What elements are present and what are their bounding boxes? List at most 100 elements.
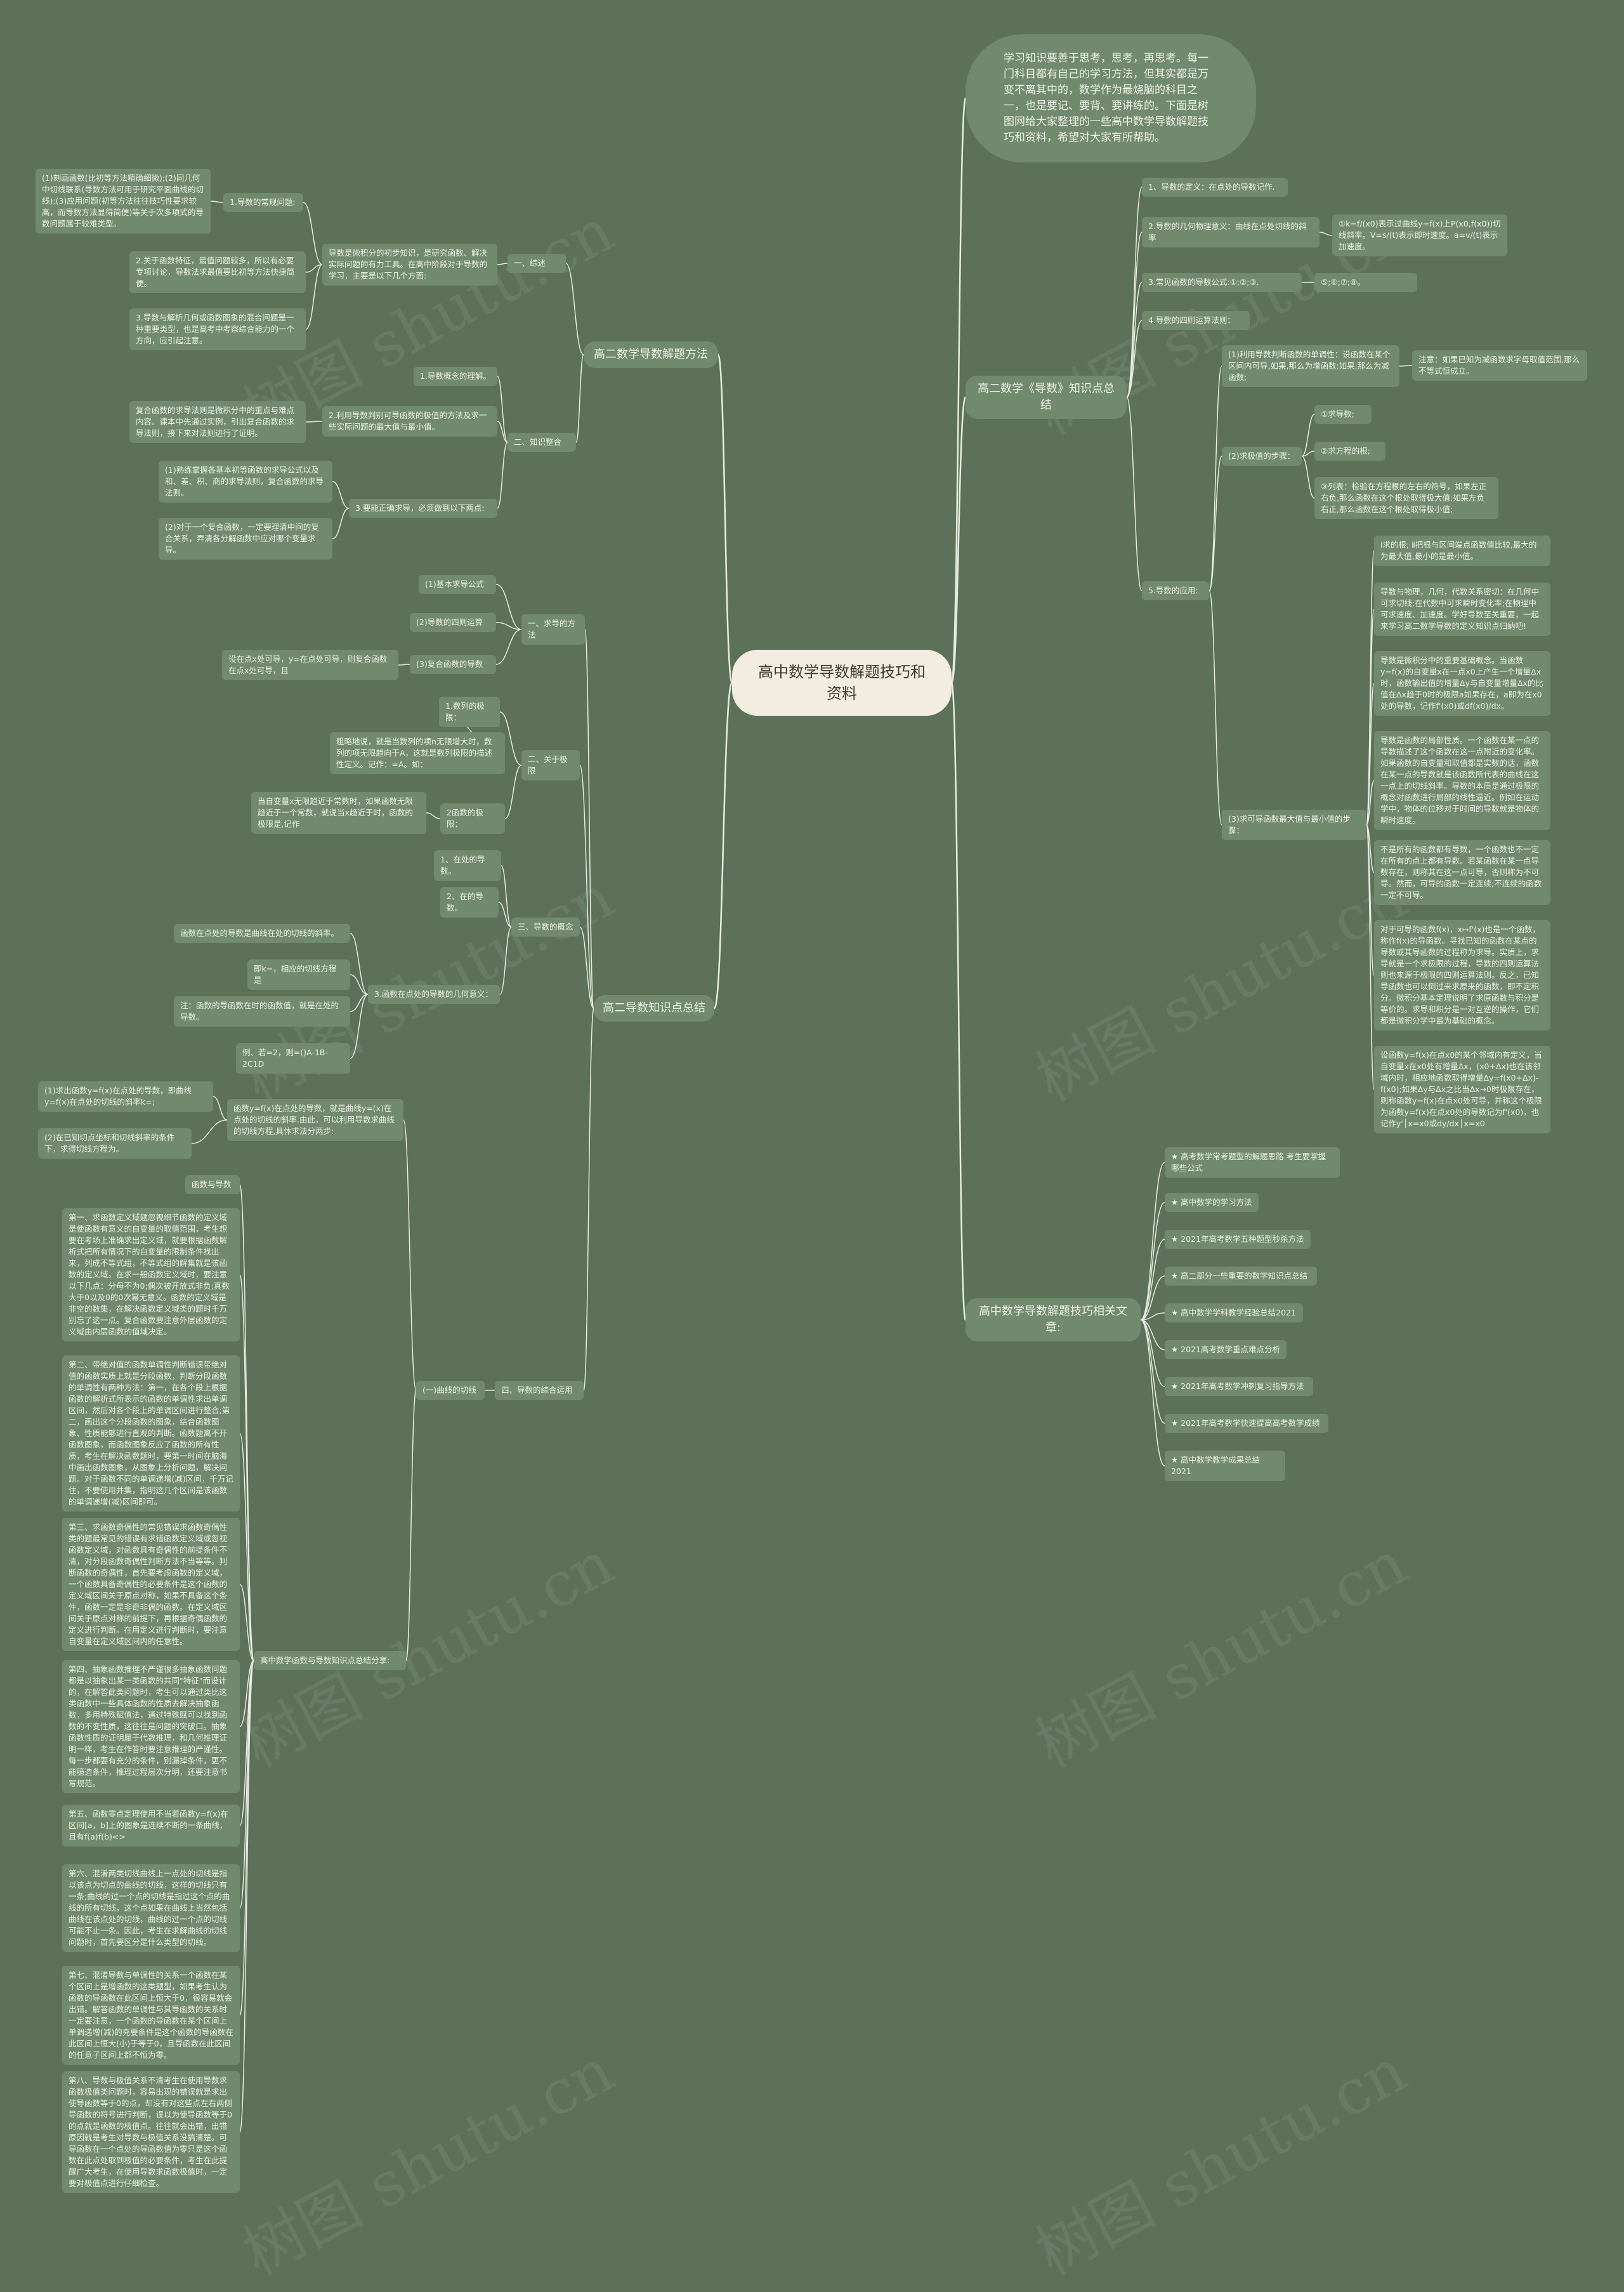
overview-mixed-problems[interactable]: 3.导数与解析几何或函数图象的混合问题是一种重要类型，也是高考中考察综合能力的一… <box>129 308 306 350</box>
derivation-point-2[interactable]: (2)对于一个复合函数，一定要理清中间的复合关系，弄清各分解函数中应对哪个变量求… <box>159 518 332 560</box>
methods-overview[interactable]: 一、综述 <box>508 254 566 273</box>
derivative-concept[interactable]: 三、导数的概念 <box>511 918 580 937</box>
derivation-point-1[interactable]: (1)熟练掌握各基本初等函数的求导公式以及和、差、积、商的求导法则，复合函数的求… <box>159 461 332 503</box>
root-topic[interactable]: 高中数学导数解题技巧和资料 <box>732 650 952 716</box>
summary-extreme-steps[interactable]: (2)求极值的步骤： <box>1222 447 1302 466</box>
connector-line <box>1366 609 1375 826</box>
related-article-link[interactable]: ★ 2021年高考数学冲刺复习指导方法 <box>1165 1377 1313 1396</box>
composite-derivative[interactable]: (3)复合函数的导数 <box>410 655 496 674</box>
maxmin-detail-4[interactable]: 导数是函数的局部性质。一个函数在某一点的导数描述了这个函数在这一点附近的变化率。… <box>1374 731 1550 830</box>
pitfall-7[interactable]: 第七、混淆导数与单调性的关系一个函数在某个区间上是增函数的这类题型，如果考生认为… <box>62 1966 240 2065</box>
connector-line <box>350 994 369 1059</box>
related-article-link[interactable]: ★ 2021高考数学重点难点分析 <box>1165 1340 1287 1359</box>
sequence-limit-note[interactable]: 粗略地说，就是当数列的项n无限增大时，数列的项无限趋向于A，这就是数列极限的描述… <box>330 732 505 774</box>
extreme-step-2[interactable]: ②求方程的根; <box>1314 442 1385 461</box>
summary-applications[interactable]: 5.导数的应用: <box>1142 581 1209 600</box>
summary-monotonicity-note[interactable]: 注意：如果已知为减函数求字母取值范围,那么不等式恒成立。 <box>1412 350 1587 381</box>
overview-routine-problems[interactable]: 1.导数的常规问题: <box>223 193 303 212</box>
connector-line <box>1208 456 1222 591</box>
connector-line <box>1126 320 1143 398</box>
pitfall-2[interactable]: 第二、带绝对值的函数单调性判断错误带绝对值的函数实质上就是分段函数，判断分段函数… <box>62 1355 240 1512</box>
related-article-link[interactable]: ★ 高考数学常考题型的解题思路 考生要掌握哪些公式 <box>1165 1147 1340 1178</box>
overview-description[interactable]: 导数是微积分的初步知识，是研究函数、解决实际问题的有力工具。在高中阶段对于导数的… <box>322 244 497 286</box>
methods-integration[interactable]: 二、知识整合 <box>508 433 576 452</box>
connector-line <box>495 622 522 630</box>
function-limit[interactable]: 2函数的极限： <box>440 803 505 834</box>
summary-formulas[interactable]: 3.常见函数的导数公式:①;②;③. <box>1142 273 1302 292</box>
connector-line <box>1301 451 1315 457</box>
about-limits[interactable]: 二、关于极限 <box>521 750 580 780</box>
maxmin-detail-7[interactable]: 设函数y=f(x)在点x0的某个邻域内有定义，当自变量x在x0处有增量Δx，(x… <box>1374 1046 1550 1133</box>
functions-and-derivatives[interactable]: 函数与导数 <box>185 1175 240 1194</box>
branch-knowledge-summary[interactable]: 高二导数知识点总结 <box>594 995 714 1022</box>
maxmin-detail-6[interactable]: 对于可导的函数f(x)，x↦f'(x)也是一个函数，称作f(x)的导函数。寻找已… <box>1374 920 1550 1031</box>
related-article-link[interactable]: ★ 高二部分一些重要的数学知识点总结 <box>1165 1267 1317 1286</box>
pitfall-3[interactable]: 第三、求函数奇偶性的常见错误求函数奇偶性类的题最常见的错误有求错函数定义域或忽视… <box>62 1518 240 1651</box>
arithmetic-operations[interactable]: (2)导数的四则运算 <box>410 613 496 632</box>
pitfall-8[interactable]: 第八、导数与极值关系不清考生在使用导数求函数极值类问题时，容易出现的错误就是求出… <box>62 2071 240 2193</box>
connector-line <box>713 682 733 1010</box>
connector-line <box>495 584 522 630</box>
summary-definition[interactable]: 1、导数的定义：在点处的导数记作. <box>1142 178 1288 197</box>
function-limit-note[interactable]: 当自变量x无限趋近于常数时，如果函数无限趋近于一个常数，就说当x趋近于时，函数的… <box>251 792 426 834</box>
related-article-link[interactable]: ★ 2021年高考数学快速提高高考数学成绩 <box>1165 1414 1328 1433</box>
basic-formulas[interactable]: (1)基本求导公式 <box>419 575 496 594</box>
connector-line <box>1140 1275 1165 1321</box>
derivative-value-note[interactable]: 注：函数的导函数在时的函数值，就是在处的导数。 <box>174 996 350 1027</box>
derivative-on-interval[interactable]: 2、在的导数。 <box>440 887 499 918</box>
related-article-link[interactable]: ★ 高中数学学科教学经验总结2021 <box>1165 1303 1303 1322</box>
connector-line <box>499 926 512 995</box>
geometric-meaning[interactable]: 3.函数在点处的导数的几何意义： <box>368 985 500 1004</box>
overview-extreme-values[interactable]: 2.关于函数特征，最值问题较多，所以有必要专项讨论，导数法求最值要比初等方法快捷… <box>129 251 306 293</box>
integration-correct-derivation[interactable]: 3.要能正确求导，必须做到以下两点: <box>349 499 497 518</box>
related-article-link[interactable]: ★ 高中数学教学成果总结2021 <box>1165 1451 1285 1481</box>
pitfall-5[interactable]: 第五、函数零点定理使用不当若函数y=f(x)在区间[a，b]上的图象是连续不断的… <box>62 1805 240 1847</box>
maxmin-detail-2[interactable]: 导数与物理，几何，代数关系密切：在几何中可求切线;在代数中可求瞬时变化率;在物理… <box>1374 583 1550 636</box>
composite-derivative-note[interactable]: 设在点x处可导，y=在点处可导，则复合函数在点x处可导，且 <box>222 650 398 680</box>
tangent-slope[interactable]: 函数在点处的导数是曲线在处的切线的斜率。 <box>174 924 350 943</box>
tangent-equation[interactable]: 即k=，相应的切线方程是 <box>247 959 350 990</box>
extreme-step-3[interactable]: ③列表：检验在方程根的左右的符号，如果左正右负,那么函数在这个根处取得极大值;如… <box>1314 477 1498 519</box>
related-article-link[interactable]: ★ 2021年高考数学五种题型秒杀方法 <box>1165 1230 1311 1249</box>
connector-line <box>499 711 522 766</box>
summary-geometric-meaning[interactable]: 2.导数的几何物理意义：曲线在点处切线的斜率 <box>1142 217 1320 247</box>
sequence-limit[interactable]: 1.数列的极限： <box>439 697 500 727</box>
tangent-step-2[interactable]: (2)在已知切点坐标和切线斜率的条件下，求得切线方程为。 <box>38 1128 192 1159</box>
connector-line <box>239 1660 254 2016</box>
tangent-line-description[interactable]: 函数y=f(x)在点处的导数，就是曲线y=(x)在点处的切线的斜率.由此，可以利… <box>227 1099 403 1141</box>
summary-monotonicity[interactable]: (1)利用导数判断函数的单调性：设函数在某个区间内可导,如果,那么为增函数;如果… <box>1222 345 1399 387</box>
integration-extremum[interactable]: 2.利用导数判别可导函数的极值的方法及求一些实际问题的最大值与最小值。 <box>322 406 497 437</box>
connector-line <box>350 974 369 995</box>
integration-concept[interactable]: 1.导数概念的理解。 <box>414 367 497 386</box>
maxmin-detail-3[interactable]: 导数是微积分中的重要基础概念。当函数y=f(x)的自变量x在一点x0上产生一个增… <box>1374 651 1550 716</box>
connector-line <box>950 682 967 1321</box>
example-question[interactable]: 例、若=2，则=()A-1B-2C1D <box>236 1043 350 1074</box>
summary-formulas-note[interactable]: ⑤;⑥;⑦;⑧。 <box>1314 273 1417 292</box>
derivative-at-point[interactable]: 1、在处的导数。 <box>434 850 501 881</box>
maxmin-detail-1[interactable]: ⅰ求的根; ⅱ把根与区间端点函数值比较,最大的为最大值,最小的是最小值。 <box>1374 536 1550 566</box>
comprehensive-application[interactable]: 四、导数的综合运用 <box>495 1381 584 1400</box>
routine-problems-detail[interactable]: (1)刻画函数(比初等方法精确细微);(2)同几何中切线联系(导数方法可用于研究… <box>36 169 211 234</box>
pitfall-1[interactable]: 第一、求函数定义域题忽视细节函数的定义域是使函数有意义的自变量的取值范围，考生想… <box>62 1208 240 1341</box>
pitfall-6[interactable]: 第六、混淆两类切线曲线上一点处的切线是指以该点为切点的曲线的切线，这样的切线只有… <box>62 1864 240 1952</box>
branch-solving-methods[interactable]: 高二数学导数解题方法 <box>584 341 718 368</box>
connector-line <box>498 902 512 928</box>
connector-line <box>497 376 508 443</box>
branch-derivative-summary[interactable]: 高二数学《导数》知识点总结 <box>966 376 1127 419</box>
connector-line <box>1140 1202 1165 1321</box>
summary-geometric-note[interactable]: ①k=f/(x0)表示过曲线y=f(x)上P(x0,f(x0))切线斜率。V=s… <box>1332 214 1507 256</box>
connector-line <box>950 396 967 684</box>
tangent-line[interactable]: (一)曲线的切线 <box>416 1381 485 1400</box>
tangent-step-1[interactable]: (1)求出函数y=f(x)在点处的导数，即曲线y=f(x)在点处的切线的斜率k=… <box>38 1081 213 1112</box>
summary-arithmetic-rules[interactable]: 4.导数的四则运算法则： <box>1142 311 1250 330</box>
branch-related-articles[interactable]: 高中数学导数解题技巧相关文章: <box>966 1298 1141 1341</box>
chain-rule-note[interactable]: 复合函数的求导法则是微积分中的重点与难点内容。课本中先通过实例，引出复合函数的求… <box>129 401 306 443</box>
related-article-link[interactable]: ★ 高中数学的学习方法 <box>1165 1193 1259 1212</box>
intro-bubble[interactable]: 学习知识要善于思考，思考，再思考。每一门科目都有自己的学习方法，但其实都是万变不… <box>966 34 1256 162</box>
maxmin-detail-5[interactable]: 不是所有的函数都有导数，一个函数也不一定在所有的点上都有导数。若某函数在某一点导… <box>1374 840 1550 905</box>
extreme-step-1[interactable]: ①求导数; <box>1314 405 1372 424</box>
derivative-methods[interactable]: 一、求导的方法 <box>521 614 585 645</box>
pitfall-4[interactable]: 第四、抽象函数推理不严谨很多抽象函数问题都是以抽象出某一类函数的共同"特征"而设… <box>62 1660 240 1793</box>
function-derivative-summary[interactable]: 高中数学函数与导数知识点总结分享: <box>254 1651 406 1670</box>
summary-max-min-steps[interactable]: (3)求可导函数最大值与最小值的步骤： <box>1222 810 1366 840</box>
